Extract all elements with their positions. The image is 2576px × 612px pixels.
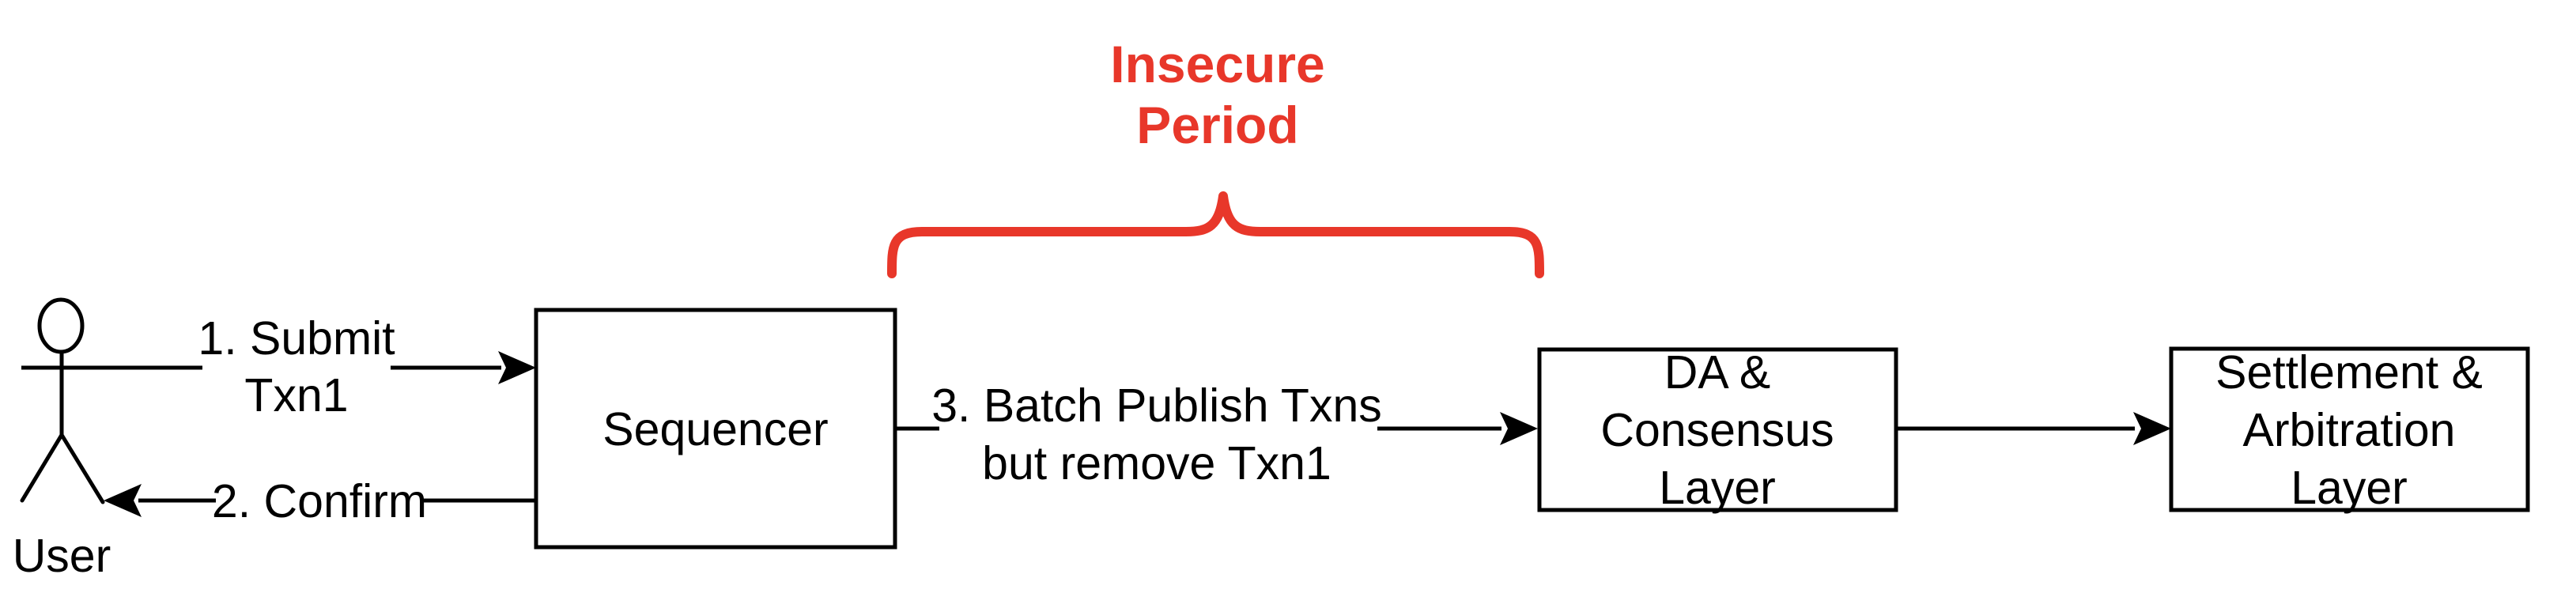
edge-submit-label-line1: 1. Submit (198, 312, 395, 365)
node-da-consensus-layer: DA & Consensus Layer (1537, 346, 1898, 514)
insecure-period-annotation: Insecure Period (887, 35, 1544, 278)
edge-submit-txn1: 1. Submit Txn1 (21, 312, 536, 421)
stick-figure-right-leg (59, 433, 105, 504)
right-arrowhead-icon (2133, 412, 2171, 445)
stick-figure-left-leg (20, 433, 64, 503)
da-consensus-label-line1: DA & (1664, 346, 1770, 399)
actor-user-label: User (13, 530, 111, 582)
da-consensus-label-line3: Layer (1659, 462, 1776, 514)
settlement-box (2169, 346, 2530, 512)
edge-batch-publish: 3. Batch Publish Txns but remove Txn1 (895, 380, 1538, 489)
da-consensus-box (1537, 347, 1898, 512)
settlement-label-line3: Layer (2291, 462, 2408, 514)
edge-da-to-settlement (1896, 412, 2171, 445)
actor-user: User (13, 297, 111, 582)
settlement-label-line2: Arbitration (2243, 404, 2456, 456)
sequencer-label: Sequencer (602, 403, 828, 455)
edge-submit-label-line2: Txn1 (244, 369, 348, 421)
right-arrowhead-icon (1500, 412, 1538, 445)
edge-batch-label-line1: 3. Batch Publish Txns (931, 380, 1382, 432)
right-arrowhead-icon (498, 351, 536, 384)
stick-figure-head (37, 297, 85, 354)
node-sequencer: Sequencer (534, 308, 897, 550)
da-consensus-label-line2: Consensus (1600, 404, 1834, 456)
curly-brace-icon (887, 191, 1544, 278)
edge-batch-label-line2: but remove Txn1 (982, 437, 1331, 489)
settlement-label-line1: Settlement & (2215, 346, 2483, 399)
edge-confirm-label: 2. Confirm (212, 475, 427, 527)
edge-confirm: 2. Confirm (104, 475, 536, 527)
insecure-period-title-line1: Insecure (1110, 35, 1324, 93)
node-settlement-arbitration-layer: Settlement & Arbitration Layer (2169, 346, 2530, 514)
left-arrowhead-icon (104, 484, 142, 517)
insecure-period-title-line2: Period (1136, 96, 1298, 154)
sequencer-box (534, 308, 897, 550)
